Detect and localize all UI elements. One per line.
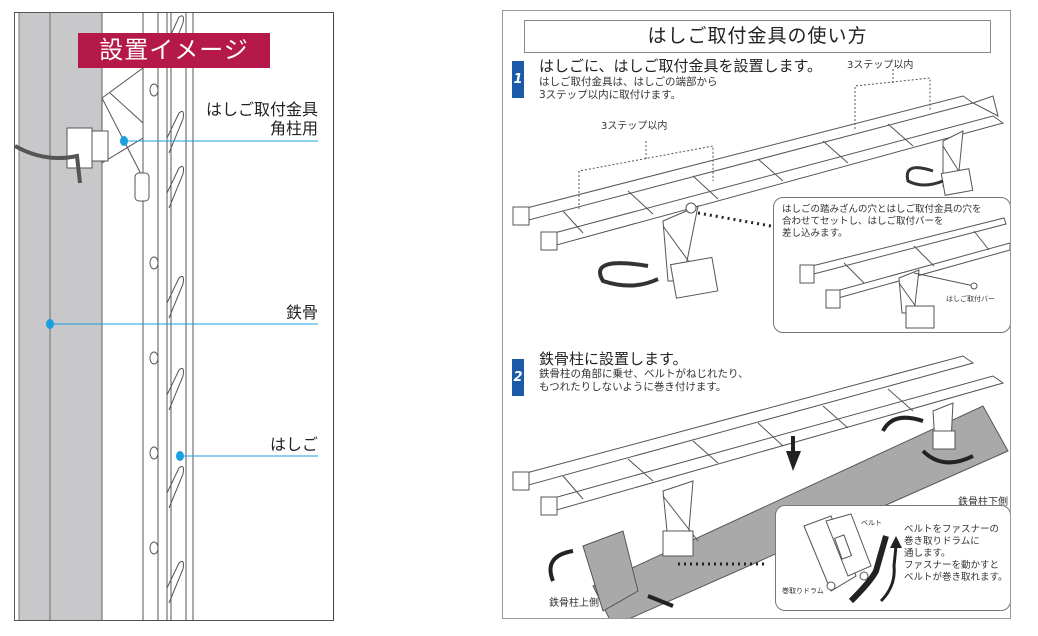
usage-instructions-panel: はしご取付金具の使い方 1 はしごに、はしご取付金具を設置します。 はしご取付金…	[502, 10, 1011, 619]
dotted-pointer-1	[697, 211, 772, 228]
note2-line2: 巻き取りドラムに	[904, 536, 980, 547]
column-lower-label: 鉄骨柱下側	[958, 497, 1008, 508]
bar-insertion-note-text: はしごの踏みざんの穴とはしご取付金具の穴を 合わせてセットし、はしご取付バーを …	[782, 204, 982, 240]
bracket-callout-line1: はしご取付金具	[205, 100, 318, 119]
belt	[15, 144, 82, 184]
step-2-description: 鉄骨柱の角部に乗せ、ベルトがねじれたり、 もつれたりしないように巻き付けます。	[539, 368, 749, 394]
step-1-badge: 1	[512, 61, 524, 98]
ladder	[142, 13, 194, 620]
step1-ladder-illustration	[512, 95, 1005, 299]
step-2-heading: 鉄骨柱に設置します。	[539, 350, 688, 368]
step-1-desc-line2: 3ステップ以内に取付けます。	[539, 89, 682, 101]
ladder-callout: はしご	[269, 435, 318, 454]
belt-fastener-note: ベルト 巻取りドラム ベルトをファスナーの 巻き取りドラムに 通します。 ファス…	[775, 505, 1010, 611]
steel-callout: 鉄骨	[285, 303, 318, 322]
step-1-heading: はしごに、はしご取付金具を設置します。	[539, 57, 823, 75]
step-1-description: はしご取付金具は、はしごの端部から 3ステップ以内に取付けます。	[539, 76, 718, 102]
step-2-desc-line1: 鉄骨柱の角部に乗せ、ベルトがねじれたり、	[539, 368, 749, 380]
installation-image-panel: 設置イメージ はしご取付金具 角柱用 鉄骨 はしご	[14, 12, 334, 621]
installation-illustration	[15, 13, 318, 620]
note1-line3: 差し込みます。	[782, 228, 848, 239]
steel-column	[19, 13, 102, 620]
belt-fastener-note-text: ベルトをファスナーの 巻き取りドラムに 通します。 ファスナーを動かすと ベルト…	[904, 524, 1008, 584]
bracket-callout: はしご取付金具 角柱用	[190, 100, 318, 138]
belt-label: ベルト	[861, 519, 882, 527]
note2-line3: 通します。	[904, 548, 951, 559]
note2-line4: ファスナーを動かすと	[904, 560, 1000, 571]
step-2-desc-line2: もつれたりしないように巻き付けます。	[539, 381, 727, 393]
fastener-illustration	[803, 513, 902, 604]
note1-line2: 合わせてセットし、はしご取付バーを	[782, 216, 944, 227]
page-title: はしご取付金具の使い方	[524, 20, 991, 53]
step-1-desc-line1: はしご取付金具は、はしごの端部から	[539, 76, 718, 88]
drum-label: 巻取りドラム	[782, 587, 824, 595]
step-range-markers	[578, 69, 931, 209]
column-upper-label: 鉄骨柱上側	[549, 598, 599, 609]
note2-line1: ベルトをファスナーの	[904, 524, 1000, 535]
bracket-callout-line2: 角柱用	[269, 119, 318, 138]
step2-ladder-illustration	[512, 355, 1005, 557]
step-range-label-left: 3ステップ以内	[601, 121, 668, 132]
belt-arrows	[548, 415, 974, 608]
bar-insertion-note: はしごの踏みざんの穴とはしご取付金具の穴を 合わせてセットし、はしご取付バーを …	[773, 197, 1010, 333]
callout-leaders	[46, 136, 318, 461]
bar-insertion-illustration	[799, 217, 1010, 329]
note2-line5: ベルトが巻き取れます。	[904, 572, 1008, 583]
installation-image-banner: 設置イメージ	[78, 33, 270, 68]
down-arrow-icon	[786, 451, 801, 471]
step-range-label-right: 3ステップ以内	[847, 60, 914, 71]
step-2-badge: 2	[512, 359, 524, 396]
note1-line1: はしごの踏みざんの穴とはしご取付金具の穴を	[782, 204, 982, 215]
bar-label: はしご取付バー	[946, 295, 995, 303]
